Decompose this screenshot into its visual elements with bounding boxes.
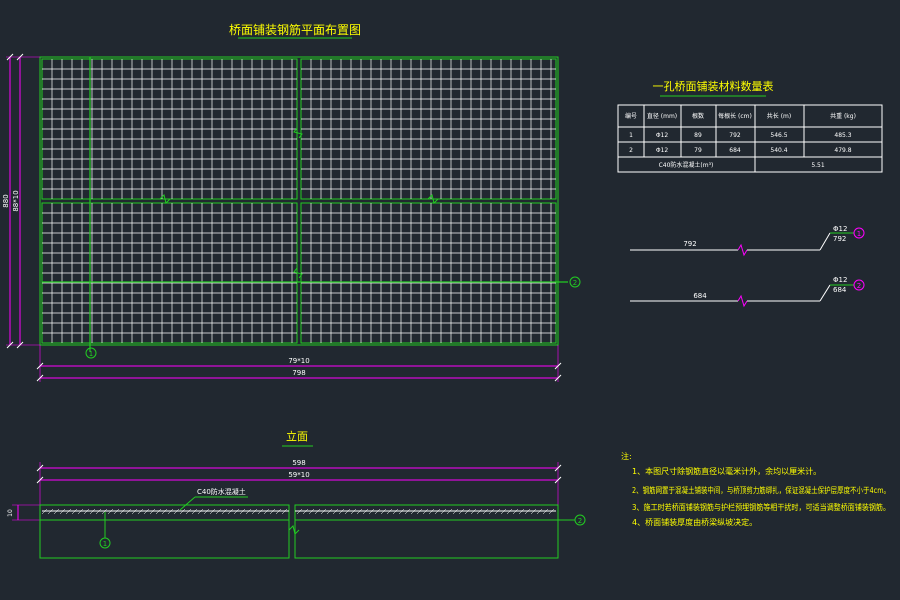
- table-cell: 540.4: [770, 147, 787, 154]
- marker-2-label: 2: [573, 279, 577, 287]
- table-cell: 1: [629, 132, 633, 139]
- note-item: 4、桥面铺装厚度由桥梁纵坡决定。: [632, 517, 757, 527]
- plan-title: 桥面铺装钢筋平面布置图: [229, 22, 361, 37]
- marker-1-circle: [85, 347, 97, 359]
- rebar-2-diameter: Φ12: [833, 276, 847, 284]
- th-total-weight: 共重 (kg): [830, 112, 856, 120]
- elev-marker-1: 1: [103, 540, 107, 548]
- concrete-hatch: [41, 508, 555, 515]
- plan-outline: [39, 56, 559, 346]
- plan-dim-left-inner: 88*10: [12, 190, 20, 211]
- note-item: 1、本图尺寸除钢筋直径以毫米计外，余均以厘米计。: [632, 466, 821, 476]
- rebar-detail-1: 792 Φ12 792 1: [630, 225, 865, 257]
- elevation-title: 立面: [286, 429, 308, 443]
- marker-2-circle: [569, 276, 581, 288]
- rebar-1-length: 792: [683, 240, 696, 248]
- th-total-length: 共长 (m): [767, 112, 791, 120]
- table-title: 一孔桥面铺装材料数量表: [653, 79, 774, 93]
- rebar-2-marker: 2: [857, 282, 861, 290]
- note-item: 3、施工时若桥面铺装钢筋与护栏预埋钢筋等相干扰时，可适当调整桥面铺装钢筋。: [632, 502, 890, 512]
- rebar-1-marker: 1: [857, 230, 861, 238]
- notes: 注: 1、本图尺寸除钢筋直径以毫米计外，余均以厘米计。 2、钢筋网置于混凝土铺装…: [621, 451, 890, 527]
- rebar-1-len-label: 792: [833, 235, 846, 243]
- table-footer-value: 5.51: [811, 162, 825, 169]
- table-cell: 546.5: [770, 132, 787, 139]
- th-count: 根数: [692, 112, 704, 120]
- elev-dim-top-inner: 59*10: [288, 471, 309, 479]
- table-cell: Φ12: [656, 132, 669, 139]
- plan-dim-bottom-inner: 79*10: [288, 357, 309, 365]
- notes-heading: 注:: [621, 451, 632, 461]
- table-cell: 485.3: [834, 132, 851, 139]
- table-cell: 89: [694, 132, 702, 139]
- plan-dim-bottom-outer: 798: [292, 369, 305, 377]
- table-cell: Φ12: [656, 147, 669, 154]
- table-footer-label: C40防水混凝土(m³): [659, 161, 714, 169]
- rebar-2-length: 684: [693, 292, 707, 300]
- th-diameter: 直径 (mm): [647, 112, 677, 120]
- rebar-2-len-label: 684: [833, 286, 847, 294]
- rebar-1-diameter: Φ12: [833, 225, 847, 233]
- table-cell: 479.8: [834, 147, 851, 154]
- table-cell: 79: [694, 147, 702, 154]
- concrete-label: C40防水混凝土: [197, 487, 246, 496]
- table-cell: 2: [629, 147, 633, 154]
- th-no: 编号: [625, 112, 637, 120]
- table-cell: 792: [729, 132, 741, 139]
- table-cell: 684: [729, 147, 741, 154]
- rebar-mesh: [42, 59, 556, 343]
- plan-view: 桥面铺装钢筋平面布置图 1 2 880 88*10: [2, 22, 581, 382]
- elev-dim-left: 10: [7, 509, 14, 517]
- th-length: 每根长 (cm): [718, 112, 752, 120]
- marker-1-label: 1: [89, 350, 93, 358]
- rebar-detail-2: 684 Φ12 684 2: [630, 276, 865, 308]
- plan-dim-left-outer: 880: [2, 194, 10, 207]
- note-item: 2、钢筋网置于混凝土铺装中间，与桥顶剪力筋绑扎，保证混凝土保护层厚度不小于4cm…: [632, 485, 890, 495]
- quantity-table: 一孔桥面铺装材料数量表 编号 直径 (mm) 根数 每根长 (cm) 共长 (m…: [617, 79, 883, 173]
- elevation-view: 立面 598 59*10 10 C40防水混凝土 1: [7, 429, 586, 559]
- elev-dim-top-outer: 598: [292, 459, 305, 467]
- elev-marker-2: 2: [578, 517, 582, 525]
